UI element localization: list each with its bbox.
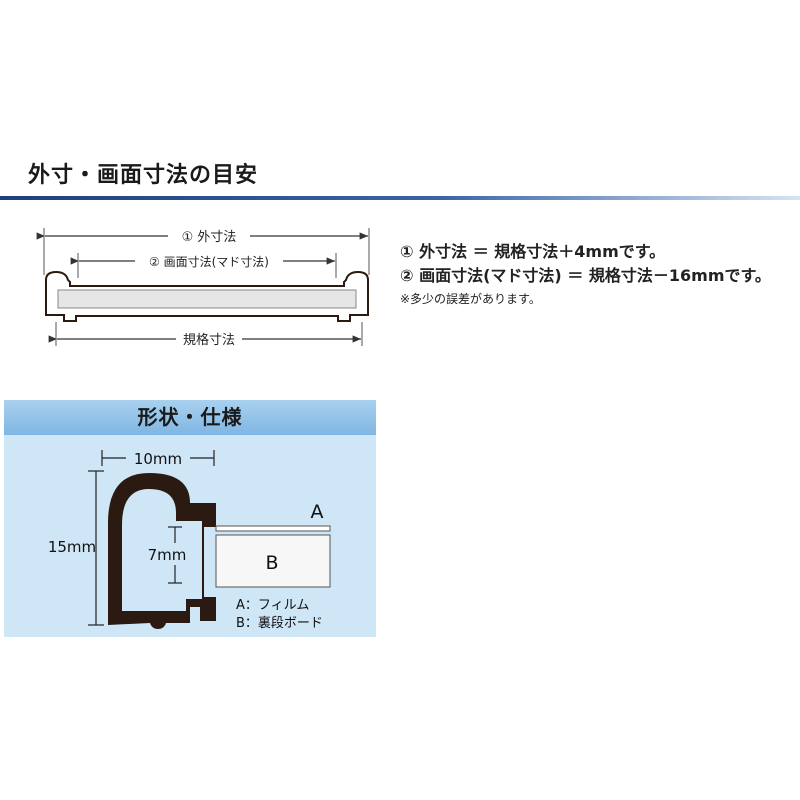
legend-board: B：裏段ボード	[236, 616, 323, 631]
spec-panel: 形状・仕様 10mm 15mm 7mm A B A：フィルム B：裏段ボード	[4, 400, 376, 637]
note-screen: ② 画面寸法(マド寸法) ＝ 規格寸法－16mmです。	[400, 266, 771, 285]
board-part	[215, 534, 331, 588]
note-outer: ① 外寸法 ＝ 規格寸法＋4mmです。	[400, 242, 666, 261]
frame-profile-diagram: 10mm 15mm 7mm A B A：フィルム B：裏段ボード	[48, 450, 331, 631]
frame-dimension-diagram: ① 外寸法 ② 画面寸法(マド寸法) 規格寸法	[36, 226, 370, 350]
width-label: 10mm	[134, 450, 182, 468]
section-title: 外寸・画面寸法の目安	[28, 163, 259, 188]
spec-panel-title: 形状・仕様	[137, 405, 243, 429]
part-b-label: B	[265, 552, 278, 574]
part-a-label: A	[311, 501, 324, 523]
board-strip	[57, 289, 357, 309]
outer-dimension-label: ① 外寸法	[182, 230, 237, 245]
dimension-notes: ① 外寸法 ＝ 規格寸法＋4mmです。 ② 画面寸法(マド寸法) ＝ 規格寸法－…	[400, 240, 771, 312]
note-tolerance: ※多少の誤差があります。	[400, 292, 541, 306]
title-underline	[0, 196, 800, 200]
depth-label: 7mm	[148, 546, 187, 564]
height-label: 15mm	[48, 538, 96, 556]
film-part	[215, 525, 331, 532]
screen-dimension-label: ② 画面寸法(マド寸法)	[149, 255, 269, 269]
spec-panel-header	[4, 400, 376, 435]
standard-dimension-label: 規格寸法	[183, 332, 235, 348]
legend-film: A：フィルム	[236, 598, 309, 613]
